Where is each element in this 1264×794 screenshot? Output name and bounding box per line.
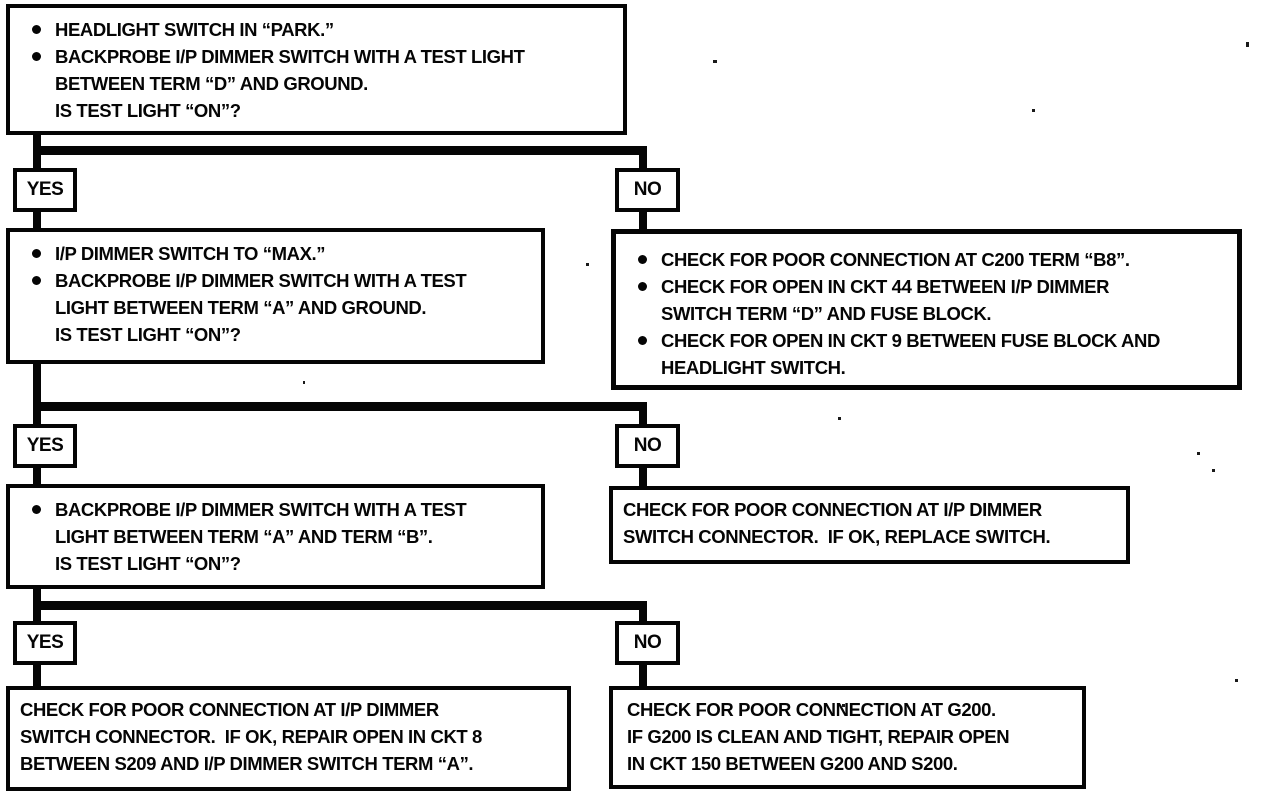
connector-line bbox=[33, 587, 41, 602]
connector-line bbox=[639, 154, 647, 170]
connector-line bbox=[33, 410, 41, 425]
node-q2-item-2: BACKPROBE I/P DIMMER SWITCH WITH A TEST … bbox=[55, 270, 467, 345]
node-r3-yes: CHECK FOR POOR CONNECTION AT I/P DIMMER … bbox=[6, 686, 571, 791]
no-label-1: NO bbox=[615, 168, 680, 212]
node-r2-no: CHECK FOR POOR CONNECTION AT I/P DIMMER … bbox=[609, 486, 1130, 564]
scan-speck bbox=[1235, 679, 1238, 682]
connector-line bbox=[639, 664, 647, 687]
scan-speck bbox=[586, 263, 589, 266]
connector-line bbox=[33, 133, 41, 147]
bullet-icon bbox=[32, 505, 41, 514]
connector-line bbox=[33, 601, 647, 610]
connector-line bbox=[33, 154, 41, 170]
connector-line bbox=[33, 609, 41, 623]
bullet-icon bbox=[32, 25, 41, 34]
node-r3-no-text: CHECK FOR POOR CONNECTION AT G200. IF G2… bbox=[627, 699, 1010, 774]
yes-label-1: YES bbox=[13, 168, 77, 212]
bullet-icon bbox=[638, 255, 647, 264]
no-label-3: NO bbox=[615, 621, 680, 665]
no-label-2: NO bbox=[615, 424, 680, 468]
scan-speck bbox=[1032, 109, 1035, 112]
node-r1-no-item-1: CHECK FOR POOR CONNECTION AT C200 TERM “… bbox=[661, 249, 1130, 270]
connector-line bbox=[639, 211, 647, 231]
connector-line bbox=[639, 410, 647, 425]
bullet-icon bbox=[32, 276, 41, 285]
connector-line bbox=[33, 362, 41, 403]
node-q3: BACKPROBE I/P DIMMER SWITCH WITH A TEST … bbox=[6, 484, 545, 589]
scan-speck bbox=[713, 60, 717, 63]
node-r2-no-text: CHECK FOR POOR CONNECTION AT I/P DIMMER … bbox=[623, 499, 1051, 547]
node-q2-item-1: I/P DIMMER SWITCH TO “MAX.” bbox=[55, 243, 326, 264]
node-q1-item-2: BACKPROBE I/P DIMMER SWITCH WITH A TEST … bbox=[55, 46, 525, 121]
scan-speck bbox=[842, 704, 845, 707]
bullet-icon bbox=[638, 336, 647, 345]
scan-speck bbox=[303, 381, 305, 384]
scan-speck bbox=[1197, 452, 1200, 455]
connector-line bbox=[33, 402, 647, 411]
node-q1: HEADLIGHT SWITCH IN “PARK.” BACKPROBE I/… bbox=[6, 4, 627, 135]
connector-line bbox=[33, 467, 41, 485]
node-r3-yes-text: CHECK FOR POOR CONNECTION AT I/P DIMMER … bbox=[20, 699, 482, 774]
node-q3-item-1: BACKPROBE I/P DIMMER SWITCH WITH A TEST … bbox=[55, 499, 467, 574]
node-r1-no: CHECK FOR POOR CONNECTION AT C200 TERM “… bbox=[611, 229, 1242, 390]
scan-speck bbox=[838, 417, 841, 420]
connector-line bbox=[33, 146, 647, 155]
connector-line bbox=[639, 467, 647, 487]
connector-line bbox=[33, 664, 41, 687]
connector-line bbox=[639, 609, 647, 623]
bullet-icon bbox=[32, 249, 41, 258]
node-r1-no-item-2: CHECK FOR OPEN IN CKT 44 BETWEEN I/P DIM… bbox=[661, 276, 1110, 324]
scan-speck bbox=[1212, 469, 1215, 472]
bullet-icon bbox=[32, 52, 41, 61]
node-r1-no-item-3: CHECK FOR OPEN IN CKT 9 BETWEEN FUSE BLO… bbox=[661, 330, 1160, 378]
node-q1-item-1: HEADLIGHT SWITCH IN “PARK.” bbox=[55, 19, 334, 40]
node-r3-no: CHECK FOR POOR CONNECTION AT G200. IF G2… bbox=[609, 686, 1086, 789]
yes-label-3: YES bbox=[13, 621, 77, 665]
bullet-icon bbox=[638, 282, 647, 291]
connector-line bbox=[33, 211, 41, 229]
yes-label-2: YES bbox=[13, 424, 77, 468]
scan-speck bbox=[1246, 42, 1249, 47]
node-q2: I/P DIMMER SWITCH TO “MAX.” BACKPROBE I/… bbox=[6, 228, 545, 364]
